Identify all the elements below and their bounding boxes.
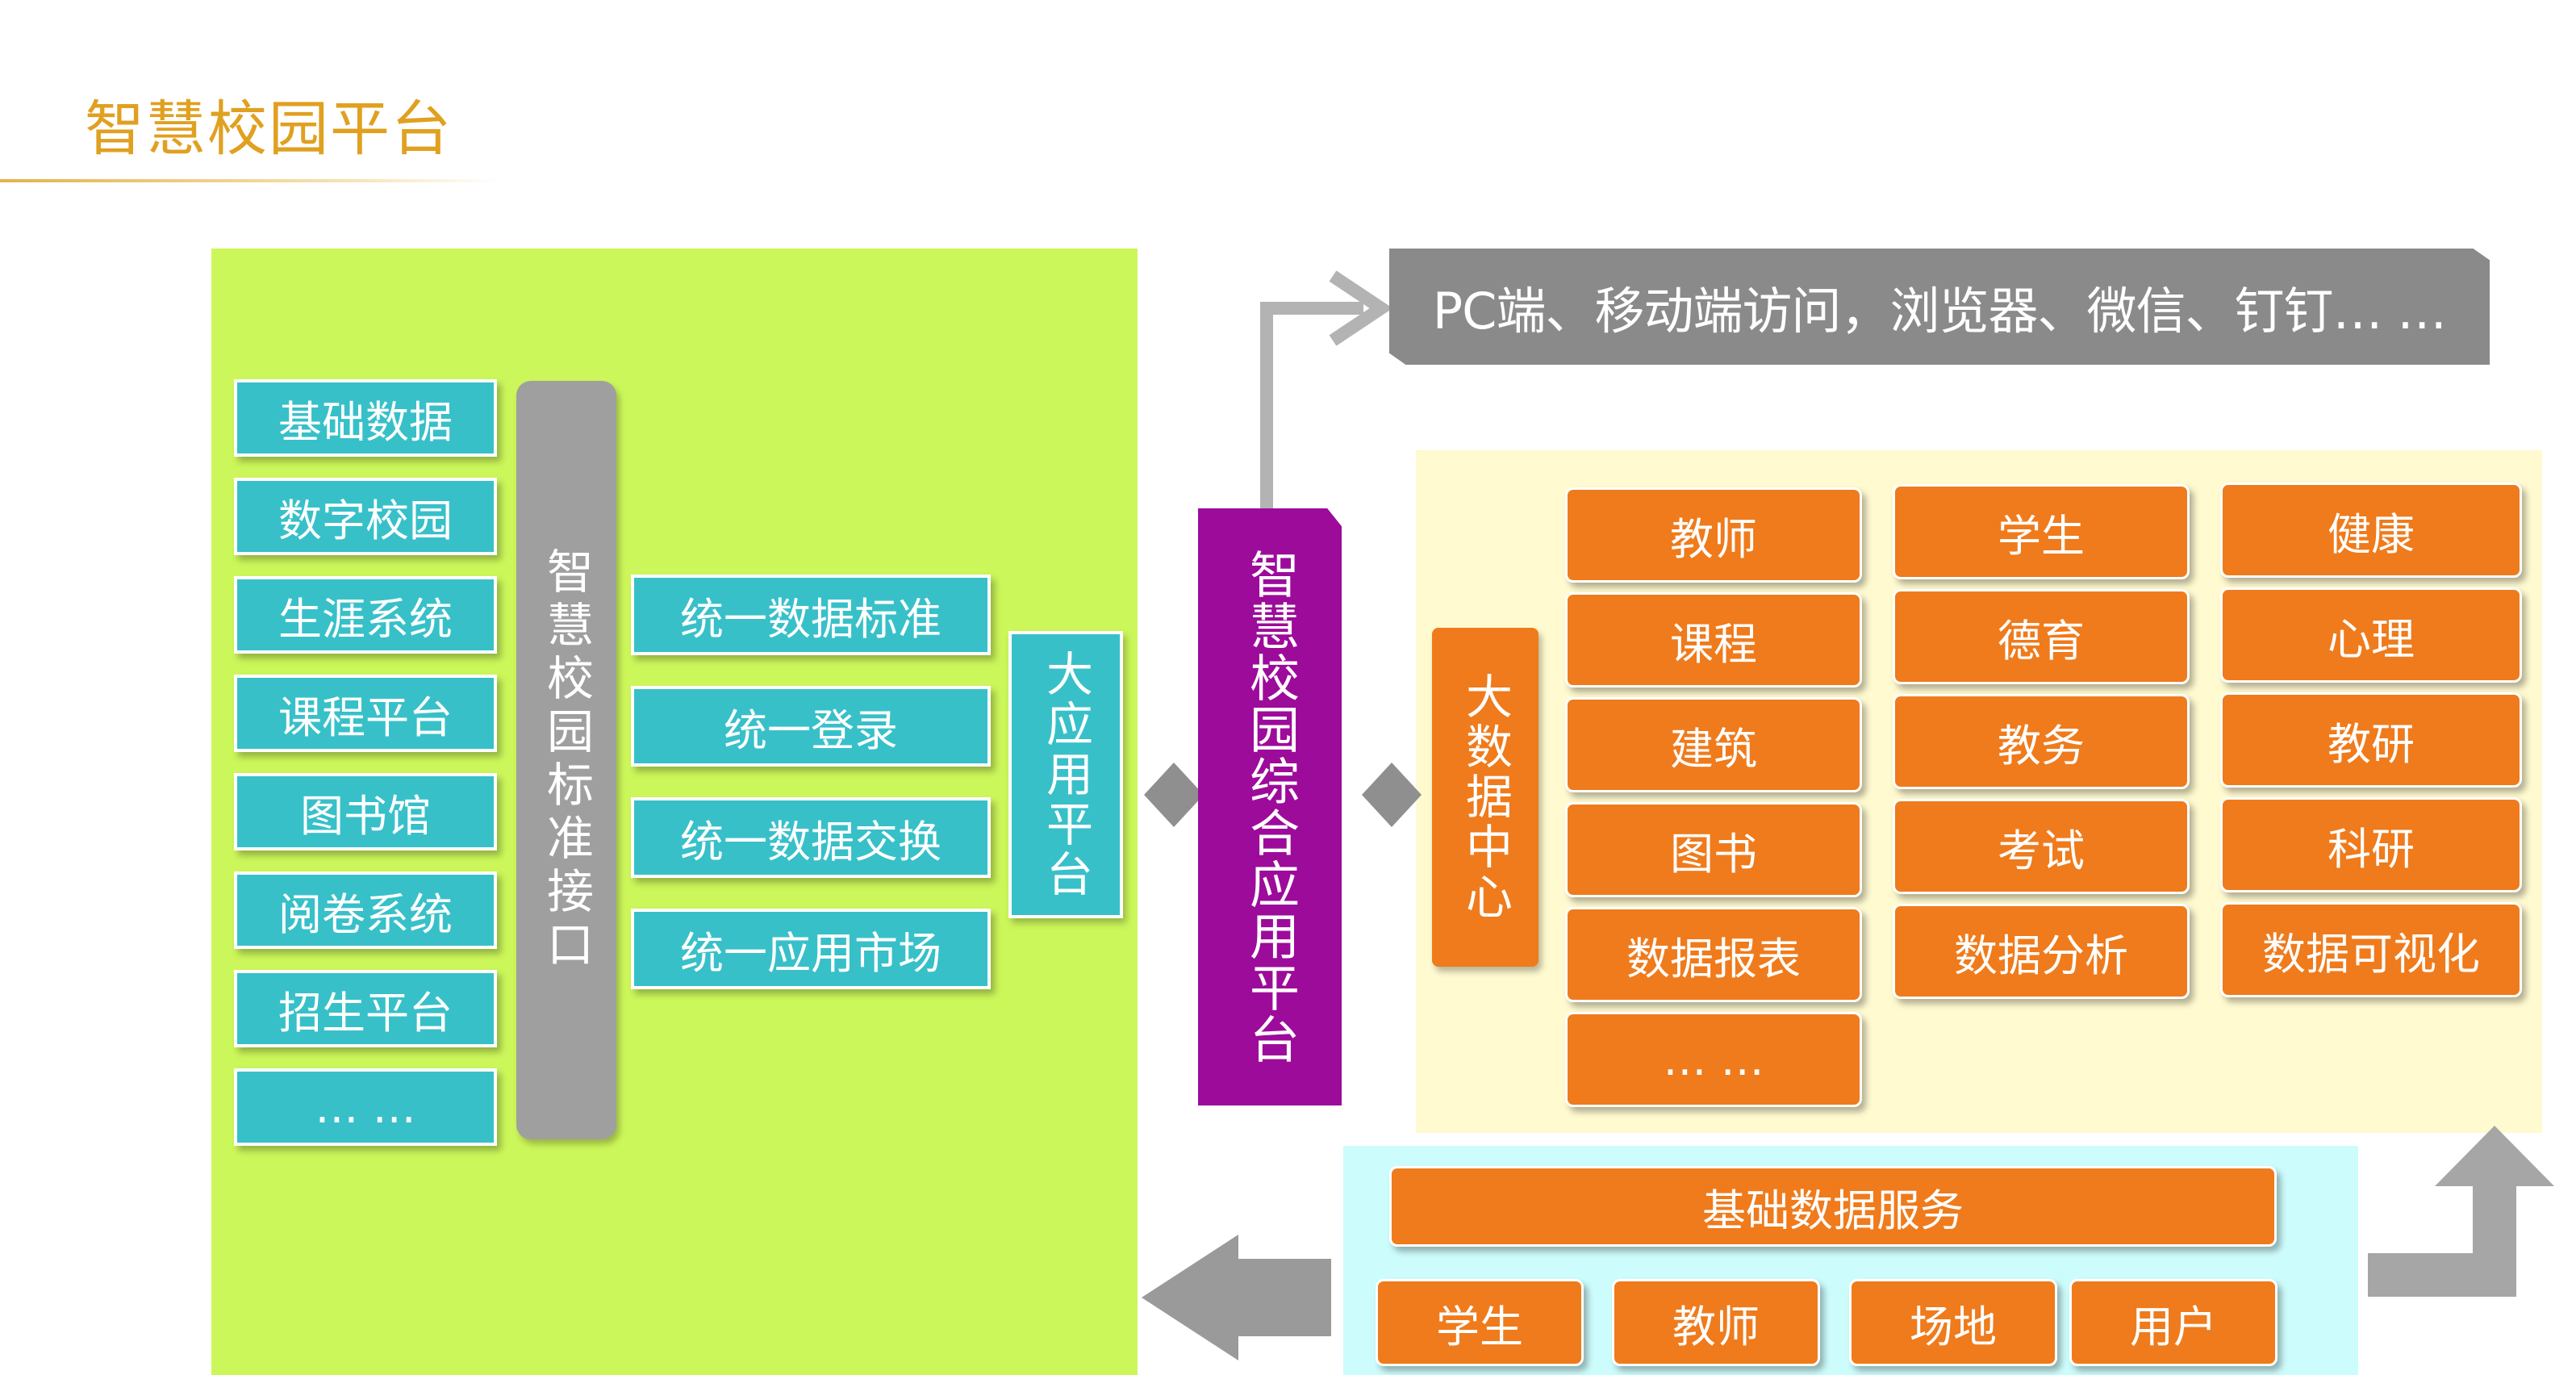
arrow-up-head-icon: [2435, 1126, 2554, 1186]
comprehensive-platform: 智慧校园综合应用平台: [1198, 508, 1342, 1105]
arrow-left-icon: [1142, 1235, 1331, 1360]
module-admission-platform: 招生平台: [234, 970, 497, 1047]
access-channels-bar: PC端、移动端访问，浏览器、微信、钉钉… …: [1389, 249, 2490, 365]
data-item-reports: 数据报表: [1565, 907, 1862, 1002]
service-venue: 场地: [1849, 1279, 2057, 1366]
data-item-more: … …: [1565, 1012, 1862, 1107]
module-career-system: 生涯系统: [234, 576, 497, 654]
unified-app-market: 统一应用市场: [631, 909, 991, 989]
service-teacher: 教师: [1612, 1279, 1820, 1366]
data-item-research: 科研: [2220, 797, 2522, 892]
module-digital-campus: 数字校园: [234, 478, 497, 555]
data-item-books: 图书: [1565, 802, 1862, 897]
module-grading-system: 阅卷系统: [234, 871, 497, 949]
arrow-up-icon: [2368, 1178, 2516, 1297]
data-item-exams: 考试: [1893, 799, 2190, 894]
module-basic-data: 基础数据: [234, 379, 497, 457]
basic-data-service: 基础数据服务: [1389, 1166, 2277, 1247]
data-item-teacher: 教师: [1565, 487, 1862, 583]
service-user: 用户: [2069, 1279, 2277, 1366]
data-item-building: 建筑: [1565, 697, 1862, 792]
service-student: 学生: [1376, 1279, 1584, 1366]
module-more: … …: [234, 1068, 497, 1146]
unified-data-exchange: 统一数据交换: [631, 797, 991, 878]
data-item-teaching-research: 教研: [2220, 692, 2522, 788]
arrow-to-access-icon: [1260, 302, 1363, 508]
data-item-course: 课程: [1565, 592, 1862, 688]
diamond-connector-icon: [1144, 763, 1204, 827]
diamond-connector-icon: [1362, 763, 1422, 827]
page-title: 智慧校园平台: [85, 94, 453, 164]
standard-interface: 智慧校园标准接口: [516, 381, 616, 1139]
big-data-center: 大数据中心: [1432, 628, 1539, 967]
data-item-moral-education: 德育: [1893, 589, 2190, 684]
data-item-psychology: 心理: [2220, 587, 2522, 683]
data-item-analysis: 数据分析: [1893, 904, 2190, 999]
module-course-platform: 课程平台: [234, 675, 497, 752]
module-library: 图书馆: [234, 773, 497, 850]
big-app-platform: 大应用平台: [1008, 631, 1123, 918]
arrow-head-right-icon: [1329, 270, 1393, 346]
unified-login: 统一登录: [631, 686, 991, 767]
unified-data-standard: 统一数据标准: [631, 575, 991, 655]
title-underline: [0, 179, 500, 182]
data-item-academic-affairs: 教务: [1893, 694, 2190, 789]
data-item-student: 学生: [1893, 484, 2190, 579]
data-item-health: 健康: [2220, 483, 2522, 578]
data-item-visualization: 数据可视化: [2220, 902, 2522, 997]
